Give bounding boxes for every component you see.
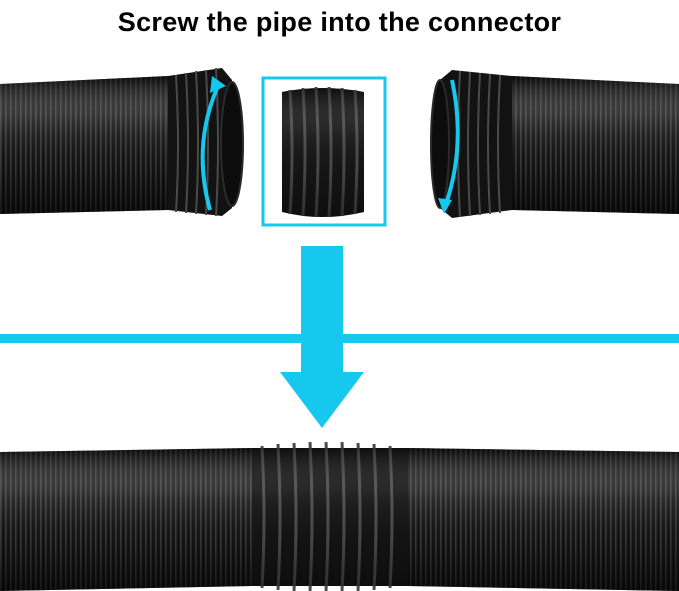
curved-rotate-arrow-icon	[438, 79, 460, 214]
hose-right-thread	[430, 70, 512, 218]
down-arrow-icon	[280, 246, 364, 428]
page-title: Screw the pipe into the connector	[117, 6, 562, 37]
hose-right	[430, 70, 679, 218]
curved-rotate-arrow-icon	[200, 76, 226, 211]
hose-joined-connector	[252, 441, 408, 591]
hose-joined	[0, 441, 679, 591]
hose-left	[0, 67, 244, 217]
hose-connector	[261, 76, 387, 227]
hose-left-thread	[168, 67, 244, 217]
